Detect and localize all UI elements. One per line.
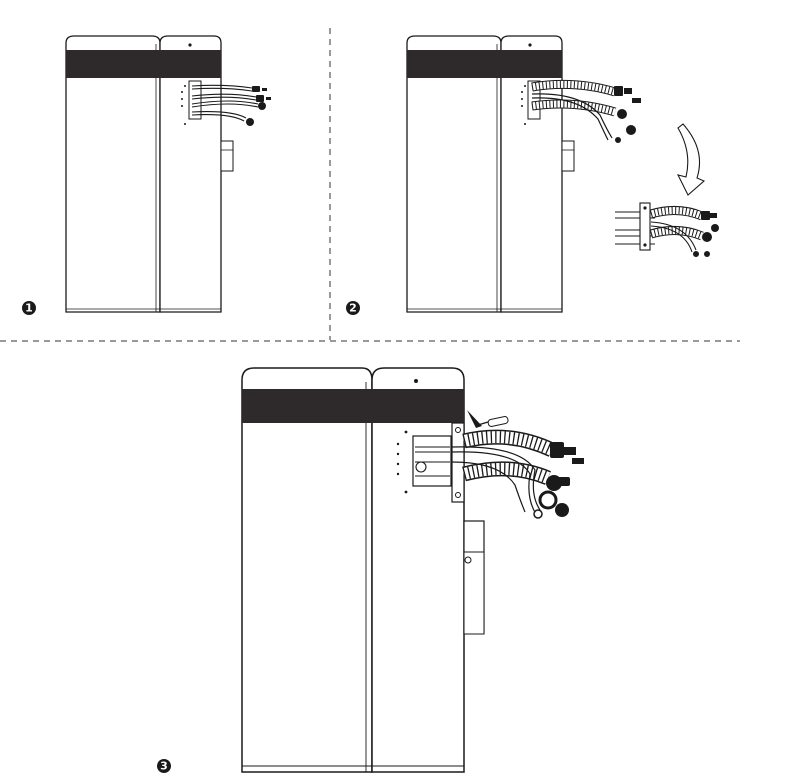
step-2-number: 2: [349, 302, 357, 315]
port-panel: [188, 80, 202, 120]
step-2-badge: [346, 301, 360, 315]
cabinet-top-band: [242, 389, 464, 423]
arrow-icon: [676, 123, 706, 196]
cabinet-body: [241, 367, 373, 773]
step-3-badge: [157, 759, 171, 773]
step-1-panel: 1: [22, 35, 271, 315]
cable-icon: [191, 84, 259, 122]
cabinet-top-band: [407, 50, 562, 78]
connector-icon: [533, 442, 584, 519]
connector-icon: [614, 86, 641, 143]
screwdriver-icon: [467, 410, 509, 428]
port-opening: [412, 435, 452, 487]
step-1-badge: [22, 301, 36, 315]
side-handle: [220, 140, 234, 172]
detached-bracket: [615, 202, 719, 257]
step-3-number: 3: [160, 760, 168, 773]
cable-icon: [531, 79, 617, 141]
cable-icon: [451, 429, 556, 515]
connector-icon: [246, 86, 271, 126]
step-3-panel: 3: [157, 367, 584, 773]
cabinet-top-band: [66, 50, 221, 78]
cabinet-side: [371, 367, 465, 773]
step-1-number: 1: [25, 302, 33, 315]
step-2-panel: 2: [346, 35, 719, 315]
side-handle: [561, 140, 575, 172]
